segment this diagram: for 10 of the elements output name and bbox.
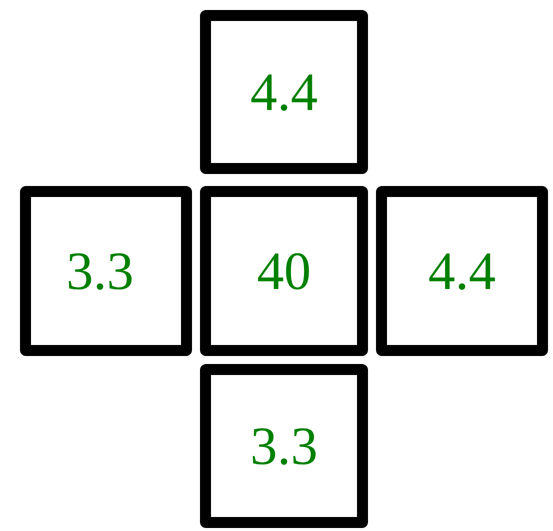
value-label: 3.3 <box>250 415 318 477</box>
value-label: 4.4 <box>428 240 496 302</box>
value-box <box>200 364 368 528</box>
value-label: 3.3 <box>66 240 134 302</box>
value-box <box>20 186 192 356</box>
value-box <box>200 10 368 174</box>
value-box <box>376 186 548 356</box>
value-label: 4.4 <box>250 61 318 123</box>
value-box <box>200 186 368 356</box>
value-label: 40 <box>257 240 311 302</box>
